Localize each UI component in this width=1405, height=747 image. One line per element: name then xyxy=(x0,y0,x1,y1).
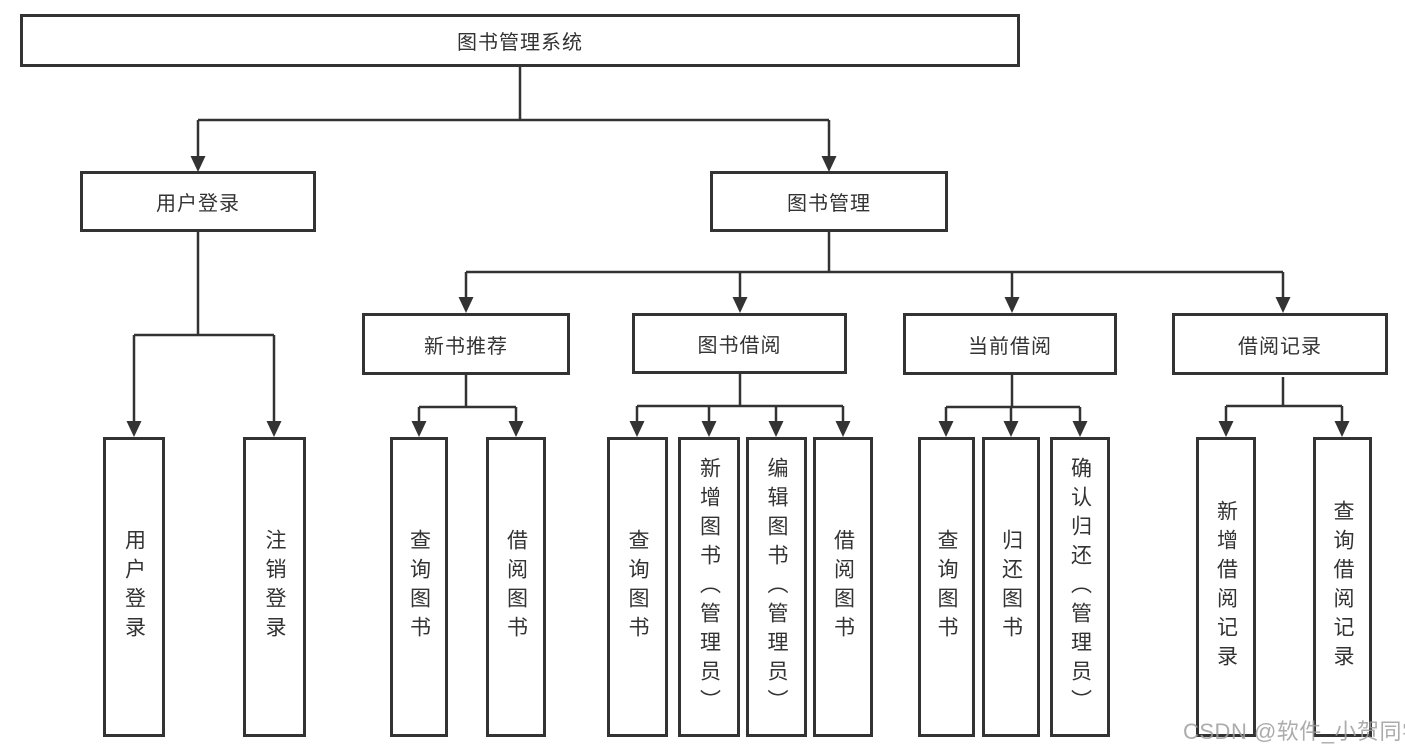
node-user-login: 用户登录 xyxy=(80,171,316,232)
node-label: 查询图书 xyxy=(626,529,649,645)
leaf-node-borrow-books: 借阅图书 xyxy=(486,437,546,737)
node-new-book-recommend: 新书推荐 xyxy=(362,313,570,375)
node-label: 新增借阅记录 xyxy=(1214,500,1238,674)
leaf-node-borrow-books: 借阅图书 xyxy=(813,437,873,737)
leaf-node-query-books: 查询图书 xyxy=(390,437,448,737)
node-label: 确认归还（管理员） xyxy=(1068,456,1092,718)
node-label: 查询图书 xyxy=(407,529,431,645)
connector-new-book-recommend xyxy=(411,375,524,437)
node-label: 注销登录 xyxy=(263,529,286,645)
connector-borrow-records xyxy=(1218,377,1350,437)
leaf-node-user-login: 用户登录 xyxy=(103,437,165,737)
node-label: 用户登录 xyxy=(122,529,146,645)
leaf-node-query-borrow-record: 查询借阅记录 xyxy=(1313,437,1372,737)
connector-user-login xyxy=(126,232,282,437)
node-label: 编辑图书（管理员） xyxy=(765,456,788,718)
node-label: 查询图书 xyxy=(935,529,958,645)
node-label: 图书管理系统 xyxy=(457,32,583,54)
node-label: 新增图书（管理员） xyxy=(697,456,721,718)
node-label: 归还图书 xyxy=(999,529,1023,645)
node-current-borrow: 当前借阅 xyxy=(903,313,1117,375)
csdn-watermark: CSDN @软件_小贺同学 xyxy=(1183,719,1405,744)
leaf-node-return-books: 归还图书 xyxy=(982,437,1040,737)
node-library-management-system: 图书管理系统 xyxy=(20,14,1020,67)
node-label: 当前借阅 xyxy=(968,335,1052,358)
node-book-management: 图书管理 xyxy=(710,171,948,232)
leaf-node-confirm-return-admin: 确认归还（管理员） xyxy=(1050,437,1110,737)
node-label: 借阅图书 xyxy=(504,529,528,645)
node-label: 图书借阅 xyxy=(697,335,782,357)
connector-book-borrow xyxy=(629,374,851,437)
node-label: 借阅记录 xyxy=(1238,335,1322,358)
node-label: 用户登录 xyxy=(156,193,240,215)
connector-current-borrow xyxy=(938,375,1088,437)
node-label: 新书推荐 xyxy=(424,335,508,358)
node-label: 借阅图书 xyxy=(831,529,855,645)
node-book-borrow: 图书借阅 xyxy=(632,313,847,374)
connector-book-management xyxy=(458,232,1291,313)
node-borrow-records: 借阅记录 xyxy=(1172,313,1388,375)
leaf-node-query-books: 查询图书 xyxy=(918,437,975,737)
node-label: 查询借阅记录 xyxy=(1331,500,1354,674)
leaf-node-edit-books-admin: 编辑图书（管理员） xyxy=(746,437,807,737)
leaf-node-add-books-admin: 新增图书（管理员） xyxy=(678,437,740,737)
connector-root xyxy=(190,67,837,172)
node-label: 图书管理 xyxy=(787,193,871,215)
leaf-node-add-borrow-record: 新增借阅记录 xyxy=(1196,437,1256,737)
leaf-node-query-books: 查询图书 xyxy=(607,437,668,737)
leaf-node-logout: 注销登录 xyxy=(243,437,306,737)
